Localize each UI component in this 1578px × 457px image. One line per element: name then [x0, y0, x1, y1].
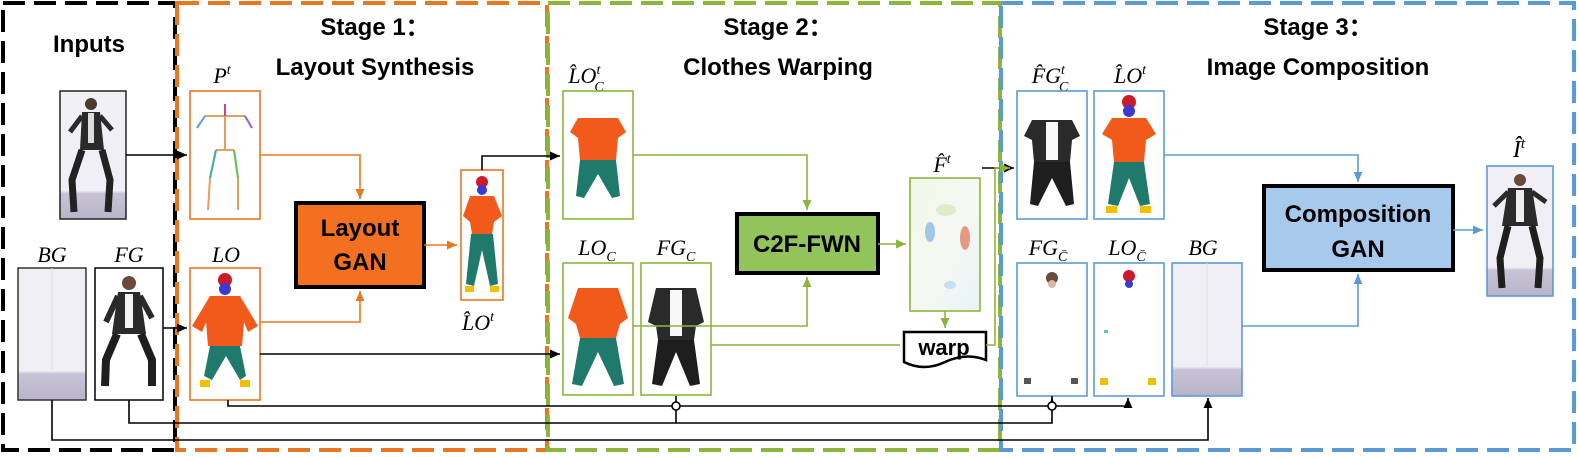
stage1-title: Stage 1：: [320, 14, 429, 41]
fg-input-image: [94, 267, 164, 401]
junction-dot-1: [671, 401, 681, 411]
flow-image: [909, 177, 981, 312]
layout-output-label: L̂Ot: [461, 310, 495, 335]
stage1-frame: [175, 1, 549, 452]
fg-c-image: [640, 262, 712, 396]
layout-input-label: LO: [211, 242, 240, 267]
flow-label: F̂t: [932, 152, 951, 177]
fg-c-label: FGC: [656, 235, 696, 265]
bg-input-label: BG: [37, 242, 66, 267]
lo-hat-3-label: L̂Ot: [1113, 63, 1147, 88]
bg-input-image: [17, 267, 87, 401]
stage3-title: Stage 3：: [1263, 14, 1372, 41]
pose-skeleton-image: [189, 90, 261, 220]
bg-stage3-label: BG: [1188, 235, 1217, 260]
orange-connectors: [260, 154, 457, 323]
inputs-title: Inputs: [53, 31, 125, 58]
layout-input-image: [189, 267, 261, 401]
fg-cbar-image: [1016, 262, 1088, 397]
lo-cbar-label: LOC̄: [1107, 235, 1146, 265]
pose-label: Pt: [212, 63, 231, 88]
stage3-frame: [999, 1, 1576, 452]
layout-output-image: [460, 169, 504, 301]
fg-input-label: FG: [113, 242, 143, 267]
lo-c-hat-image: [562, 90, 634, 220]
c2f-fwn-block: C2F-FWN: [735, 212, 880, 275]
layout-gan-label-line2: GAN: [333, 249, 386, 276]
output-image: [1486, 165, 1554, 297]
lo-c-image: [562, 262, 634, 396]
blue-connectors: [1164, 154, 1483, 327]
warp-label: warp: [917, 335, 969, 360]
fg-c-hat-image: [1016, 90, 1088, 220]
reference-image: [59, 90, 127, 220]
stage1-subtitle: Layout Synthesis: [276, 54, 475, 81]
composition-gan-label-line1: Composition: [1285, 201, 1432, 228]
lo-cbar-image: [1093, 262, 1165, 397]
warp-block: warp: [902, 330, 988, 369]
lo-hat-3-image: [1093, 90, 1165, 220]
composition-gan-label-line2: GAN: [1331, 236, 1384, 263]
c2f-fwn-label: C2F-FWN: [753, 231, 861, 258]
layout-gan-block: Layout GAN: [294, 201, 426, 289]
composition-gan-block: Composition GAN: [1262, 184, 1455, 272]
layout-gan-label-line1: Layout: [321, 215, 400, 242]
bg-stage3-image: [1171, 262, 1243, 397]
stage2-subtitle: Clothes Warping: [683, 54, 873, 81]
lo-c-label: LOC: [577, 235, 616, 265]
junction-dot-2: [1047, 401, 1057, 411]
stage3-subtitle: Image Composition: [1207, 54, 1430, 81]
fg-cbar-label: FGC̄: [1028, 235, 1068, 265]
stage2-frame: [546, 1, 1002, 452]
green-connectors: [633, 154, 1010, 346]
stage2-title: Stage 2：: [723, 14, 832, 41]
output-label: Ît: [1512, 136, 1526, 163]
